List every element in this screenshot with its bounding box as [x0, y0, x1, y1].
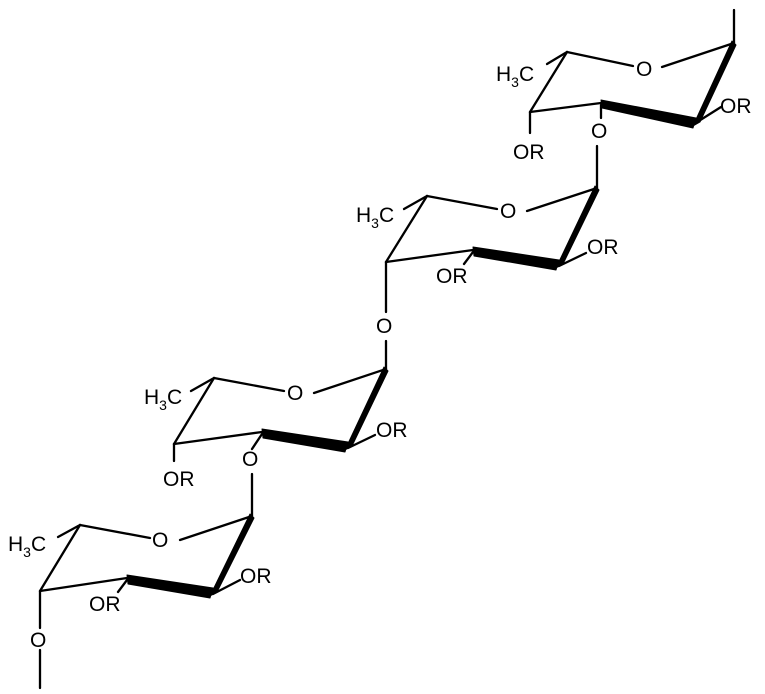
bond	[425, 194, 499, 211]
bond	[78, 523, 152, 540]
wedge-bond	[692, 40, 737, 127]
bond	[172, 430, 264, 446]
or-label: OR	[89, 593, 121, 616]
ring-3: H3C O OR OR O	[144, 366, 408, 491]
bond	[462, 250, 475, 266]
bond	[660, 41, 736, 69]
bond	[528, 50, 569, 114]
glycosidic-oxygen-label: O	[591, 120, 607, 143]
ring-2: H3C O OR OR O	[356, 185, 619, 338]
bond	[528, 101, 603, 114]
methyl-label: H3C	[496, 63, 534, 90]
ring-oxygen-label: O	[287, 382, 303, 405]
or-label: OR	[163, 468, 195, 491]
bond	[212, 376, 286, 393]
or-label: OR	[720, 95, 752, 118]
bond	[38, 576, 129, 593]
wedge-bond	[261, 428, 349, 453]
ring-4: H3C O OR OR O	[8, 513, 272, 690]
or-label: OR	[376, 419, 408, 442]
wedge-bond	[126, 574, 214, 599]
wedge-bond	[600, 99, 697, 129]
bond	[384, 248, 475, 264]
bond	[178, 514, 254, 542]
or-label: OR	[587, 236, 619, 259]
or-label: OR	[436, 265, 468, 288]
bond	[312, 367, 388, 395]
methyl-label: H3C	[144, 386, 182, 413]
bond	[172, 376, 216, 446]
bond	[250, 432, 264, 451]
bond	[346, 433, 377, 450]
methyl-label: H3C	[8, 533, 46, 560]
bond	[384, 194, 429, 264]
bond	[189, 376, 216, 393]
bond	[38, 523, 82, 593]
or-label: OR	[513, 141, 545, 164]
glycosidic-oxygen-label: O	[30, 629, 46, 652]
bond	[402, 194, 429, 211]
ring-1: H3C O OR OR O	[496, 8, 752, 164]
wedge-bond	[472, 246, 560, 271]
bond	[525, 186, 599, 213]
or-label: OR	[240, 565, 272, 588]
ring-oxygen-label: O	[500, 200, 516, 223]
methyl-label: H3C	[356, 204, 394, 231]
bond	[116, 578, 129, 594]
bond	[545, 50, 569, 66]
glycosidic-oxygen-label: O	[376, 315, 392, 338]
glycosidic-oxygen-label: O	[242, 448, 258, 471]
bond	[565, 50, 635, 68]
ring-oxygen-label: O	[152, 529, 168, 552]
bond	[56, 523, 82, 539]
bond	[692, 105, 723, 126]
bond	[211, 578, 242, 596]
bond	[557, 251, 588, 268]
ring-oxygen-label: O	[636, 58, 652, 81]
